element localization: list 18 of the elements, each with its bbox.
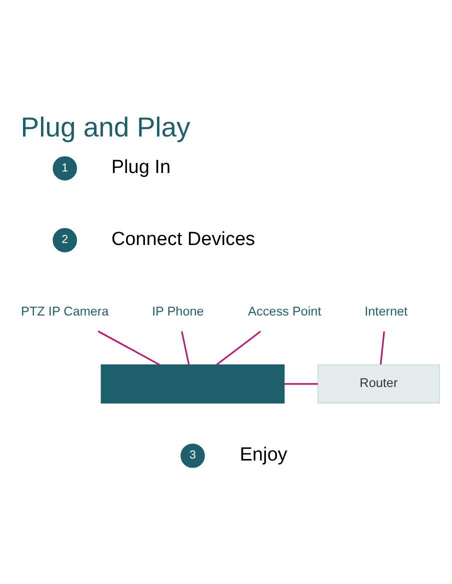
connector: [98, 330, 160, 365]
label: Enjoy: [240, 444, 288, 465]
label: Connect Devices: [111, 228, 256, 250]
diagram-title: Plug and Play: [20, 110, 190, 142]
connector: [284, 382, 318, 384]
connector: [380, 330, 385, 364]
node-text: PTZ IP Camera: [21, 304, 109, 318]
label: 1: [62, 160, 68, 174]
node-box: [100, 364, 285, 403]
label: Plug In: [111, 156, 171, 178]
node-text: Access Point: [248, 304, 322, 318]
label: 2: [62, 232, 68, 246]
node-box: Router: [317, 364, 440, 403]
connector: [181, 330, 190, 364]
node-text: IP Phone: [152, 304, 204, 318]
connector: [216, 330, 261, 365]
node-text: Internet: [364, 304, 408, 318]
label: 3: [189, 448, 196, 462]
